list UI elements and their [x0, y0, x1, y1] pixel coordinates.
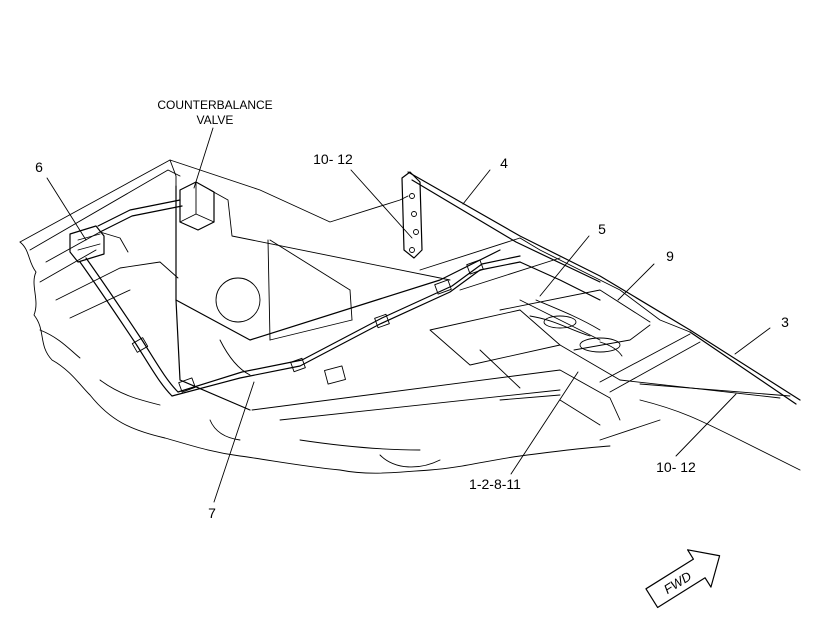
fwd-label: FWD	[661, 568, 694, 596]
label-4: 4	[500, 155, 508, 171]
leader-3	[734, 327, 771, 355]
label-3: 3	[781, 314, 789, 330]
right-deck	[407, 171, 801, 405]
fwd-arrow-icon	[645, 549, 721, 609]
leader-4	[462, 169, 491, 205]
leader-10-12-bottom	[675, 393, 737, 457]
frame-outline	[19, 159, 801, 474]
label-6: 6	[35, 159, 43, 175]
label-counterbalance-line2: VALVE	[197, 113, 234, 127]
leader-9	[617, 263, 655, 301]
label-5: 5	[598, 221, 606, 237]
leader-1-2-8-11	[510, 371, 579, 475]
callout-labels: COUNTERBALANCE VALVE 6 10- 12 4 5 9 3 10…	[35, 98, 789, 521]
label-1-2-8-11: 1-2-8-11	[469, 476, 521, 492]
label-7: 7	[208, 505, 216, 521]
leader-6	[46, 177, 87, 241]
leader-7	[213, 381, 255, 503]
label-10-12-bottom: 10- 12	[656, 459, 696, 475]
label-9: 9	[666, 248, 674, 264]
leader-lines	[46, 127, 771, 503]
hydraulic-line-run	[79, 199, 601, 397]
label-counterbalance-line1: COUNTERBALANCE	[157, 98, 272, 112]
fwd-direction-arrow: FWD	[645, 549, 721, 609]
valve-block-left	[69, 225, 105, 263]
mounting-bracket	[401, 171, 423, 259]
leader-counterbalance	[193, 127, 214, 189]
leader-5	[539, 235, 590, 297]
leader-10-12-top	[350, 169, 413, 239]
label-10-12-top: 10- 12	[313, 151, 353, 167]
counterbalance-valve-block	[179, 181, 215, 231]
